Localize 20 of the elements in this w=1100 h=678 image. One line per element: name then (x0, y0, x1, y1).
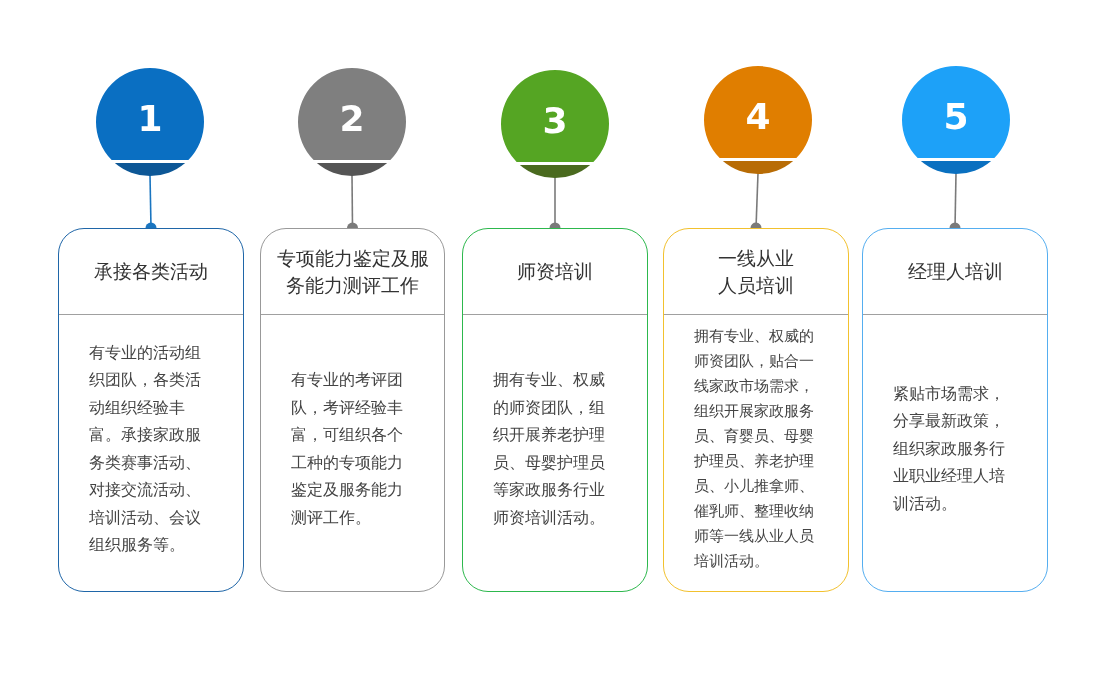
card (260, 228, 445, 592)
card (663, 228, 849, 592)
card-text: 有专业的考评团队，考评经验丰富，可组织各个工种的专项能力鉴定及服务能力测评工作。 (290, 369, 404, 529)
card-text: 紧贴市场需求，分享最新政策，组织家政服务行业职业经理人培训活动。 (893, 382, 1006, 515)
step-number: 3 (541, 99, 569, 143)
card-text: 拥有专业、权威的师资团队，贴合一线家政市场需求，组织开展家政服务员、育婴员、母婴护理员、养老护理员、小儿推拿师、催乳师、整理收纳师等一线从业人员培训活动。 (694, 325, 815, 572)
card (862, 228, 1048, 592)
card-title: 承接各类活动 (94, 259, 208, 284)
card-title: 经理人培训 (907, 259, 1003, 284)
step-number: 5 (942, 95, 970, 139)
card (58, 228, 244, 592)
card (462, 228, 648, 592)
step-number: 2 (338, 97, 366, 141)
card-title: 专项能力鉴定及服务能力测评工作 (275, 245, 430, 298)
card-text: 有专业的活动组织团队，各类活动组织经验丰富。承接家政服务类赛事活动、对接交流活动、培训活动、会议组织服务等。 (89, 341, 202, 556)
card-title: 一线从业人员培训 (717, 245, 795, 298)
card-text: 拥有专业、权威的师资团队，组织开展养老护理员、母婴护理员等家政服务行业师资培训活动。 (493, 369, 606, 529)
step-number: 4 (744, 95, 772, 139)
step-number: 1 (136, 97, 164, 141)
card-title: 师资培训 (517, 259, 593, 284)
